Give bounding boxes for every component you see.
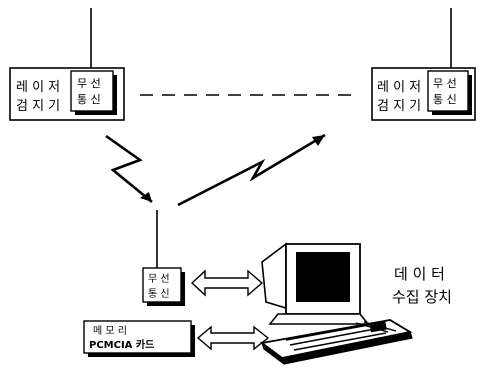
monitor-stand [268,313,370,325]
station-wireless-unit: 무 선 통 신 [142,210,185,306]
right-detector-label-line2: 검 지 기 [377,99,421,114]
station-module-label-line1: 무 선 [148,273,170,285]
module-to-computer-arrow [190,269,264,297]
left-detector-label-line1: 레 이 저 [16,80,60,95]
right-module-label-line1: 무 선 [433,77,457,90]
right-wireless-module [427,70,469,112]
keyboard-keys [285,321,397,351]
station-module-label-line2: 통 신 [148,288,170,300]
data-collection-computer [259,242,413,365]
keyboard-edge [260,331,413,365]
right-laser-detector: 레 이 저 검 지 기 무 선 통 신 [371,8,476,121]
memory-card-label-line2: PCMCIA 카드 [89,338,154,351]
left-laser-detector: 레 이 저 검 지 기 무 선 통 신 [9,8,125,121]
memory-card-label-line1: 메 모 리 [93,325,127,337]
memory-to-computer-arrow [196,325,270,351]
station-wireless-module [142,267,182,303]
right-signal-arrowhead [312,135,325,146]
monitor-back [261,242,287,310]
right-detector-label-line1: 레 이 저 [377,80,421,95]
left-module-label-line1: 무 선 [77,77,101,90]
memory-card: 메 모 리 PCMCIA 카드 [83,320,195,357]
left-module-label-line2: 통 신 [77,93,101,106]
right-module-label-line2: 통 신 [433,93,457,106]
memory-card-box [83,320,192,354]
data-collector-label-line2: 수집 장치 [392,288,452,306]
left-wireless-module [70,70,114,112]
right-wireless-signal [177,133,326,207]
keyboard-keypad [369,320,387,333]
monitor-screen [296,252,350,302]
data-collector-label-line1: 데 이 터 [394,265,445,283]
left-signal-arrowhead [140,192,152,202]
left-wireless-signal [105,134,153,204]
left-detector-label-line2: 검 지 기 [16,99,60,114]
